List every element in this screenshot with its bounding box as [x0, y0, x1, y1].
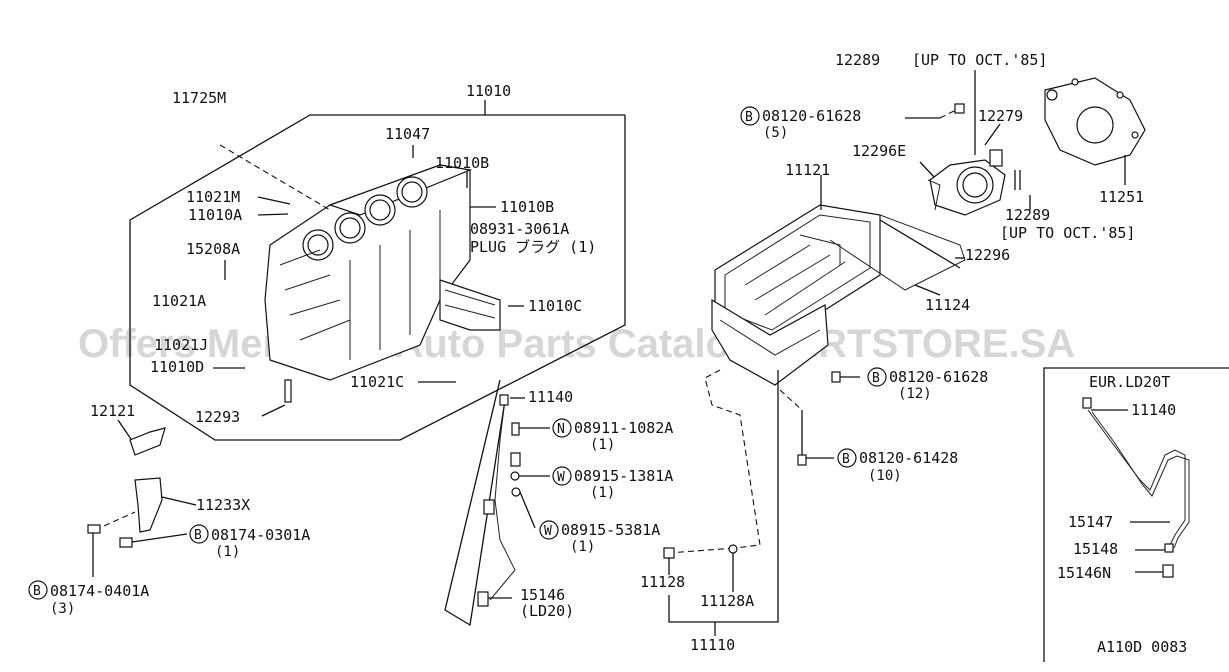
qty-08120-61428: (10): [868, 468, 902, 484]
label-08174-0401A: 08174-0401A: [50, 582, 149, 600]
label-11021A: 11021A: [152, 292, 206, 310]
oil-pan-group: 11121 12296 11124 B 08120-61628 (12) B 0…: [640, 161, 1010, 654]
label-12289-top: 12289: [835, 51, 880, 69]
label-11140: 11140: [528, 388, 573, 406]
qty-08174-0301A: (1): [215, 544, 240, 560]
cylinder-block-drawing: [264, 164, 501, 381]
bolt-b-circle-61428: B: [842, 452, 850, 467]
block-outline: [129, 114, 626, 441]
label-08120-61428: 08120-61428: [859, 449, 958, 467]
label-11128: 11128: [640, 573, 685, 591]
figure-code: A110D 0083: [1097, 638, 1187, 656]
bolt-b-circle-0301A: B: [194, 528, 202, 543]
qty-08174-0401A: (3): [50, 601, 75, 617]
watermark-text: Offers Merchant Auto Parts Catalog PARTS…: [78, 322, 1075, 366]
label-08915-1381A: 08915-1381A: [574, 467, 673, 485]
washer-w-circle-5381A: W: [544, 524, 552, 539]
label-08911-1082A: 08911-1082A: [574, 419, 673, 437]
label-11021M: 11021M: [186, 188, 240, 206]
label-11251: 11251: [1099, 188, 1144, 206]
qty-08915-5381A: (1): [570, 539, 595, 555]
washer-w-circle-1381A: W: [557, 470, 565, 485]
label-12121: 12121: [90, 402, 135, 420]
label-11124: 11124: [925, 296, 970, 314]
nut-n-circle: N: [557, 422, 565, 437]
label-12289-mid: 12289: [1005, 206, 1050, 224]
label-11233X: 11233X: [196, 496, 250, 514]
rear-plate-group: 12289 [UP TO OCT.'85] B 08120-61628 (5) …: [740, 51, 1146, 242]
label-15146: 15146: [520, 586, 565, 604]
label-11121: 11121: [785, 161, 830, 179]
label-plug: PLUG ブラグ (1): [470, 238, 596, 256]
inset-label-15146N: 15146N: [1057, 564, 1111, 582]
label-08120-61628-lower: 08120-61628: [889, 368, 988, 386]
label-08915-5381A: 08915-5381A: [561, 521, 660, 539]
label-11047: 11047: [385, 125, 430, 143]
oil-gauge-group: 11140 N 08911-1082A (1) W 08915-1381A (1…: [444, 379, 673, 627]
inset-label-15147: 15147: [1068, 513, 1113, 531]
qty-08120-61628-top: (5): [763, 125, 788, 141]
label-11010: 11010: [466, 82, 511, 100]
qty-08120-61628-lower: (12): [898, 386, 932, 402]
inset-title: EUR.LD20T: [1089, 373, 1170, 391]
label-11110: 11110: [690, 636, 735, 654]
label-11010C: 11010C: [528, 297, 582, 315]
qty-08915-1381A: (1): [590, 485, 615, 501]
label-15146-note: (LD20): [520, 602, 574, 620]
label-12296: 12296: [965, 246, 1010, 264]
label-11010B-upper: 11010B: [435, 154, 489, 172]
label-12279: 12279: [978, 107, 1023, 125]
mount-bracket-group: 11233X B 08174-0401A (3) B 08174-0301A (…: [28, 477, 310, 617]
bolt-b-circle-61628-lower: B: [872, 371, 880, 386]
qty-08911-1082A: (1): [590, 437, 615, 453]
inset-eur-ld20t: EUR.LD20T 11140 15147 15148 15146N A110D…: [1043, 367, 1229, 662]
label-15208A: 15208A: [186, 240, 240, 258]
label-up-to-oct-mid: [UP TO OCT.'85]: [1000, 224, 1135, 242]
label-08931-3061A: 08931-3061A: [470, 220, 569, 238]
inset-label-15148: 15148: [1073, 540, 1118, 558]
label-up-to-oct-top: [UP TO OCT.'85]: [912, 51, 1047, 69]
label-11725M: 11725M: [172, 89, 226, 107]
cylinder-block-group: 11010 11725M 11047 11010B 11021M 11010A: [90, 82, 626, 456]
label-11021C: 11021C: [350, 373, 404, 391]
label-11010D: 11010D: [150, 358, 204, 376]
bolt-b-circle-0401A: B: [33, 584, 41, 599]
bolt-b-circle-61628-top: B: [745, 110, 753, 125]
label-11021J: 11021J: [154, 336, 208, 354]
label-11010B-lower: 11010B: [500, 198, 554, 216]
label-11128A: 11128A: [700, 592, 754, 610]
label-12293: 12293: [195, 408, 240, 426]
label-11010A: 11010A: [188, 206, 242, 224]
label-12296E: 12296E: [852, 142, 906, 160]
label-08120-61628-top: 08120-61628: [762, 107, 861, 125]
inset-label-11140: 11140: [1131, 401, 1176, 419]
label-08174-0301A: 08174-0301A: [211, 526, 310, 544]
